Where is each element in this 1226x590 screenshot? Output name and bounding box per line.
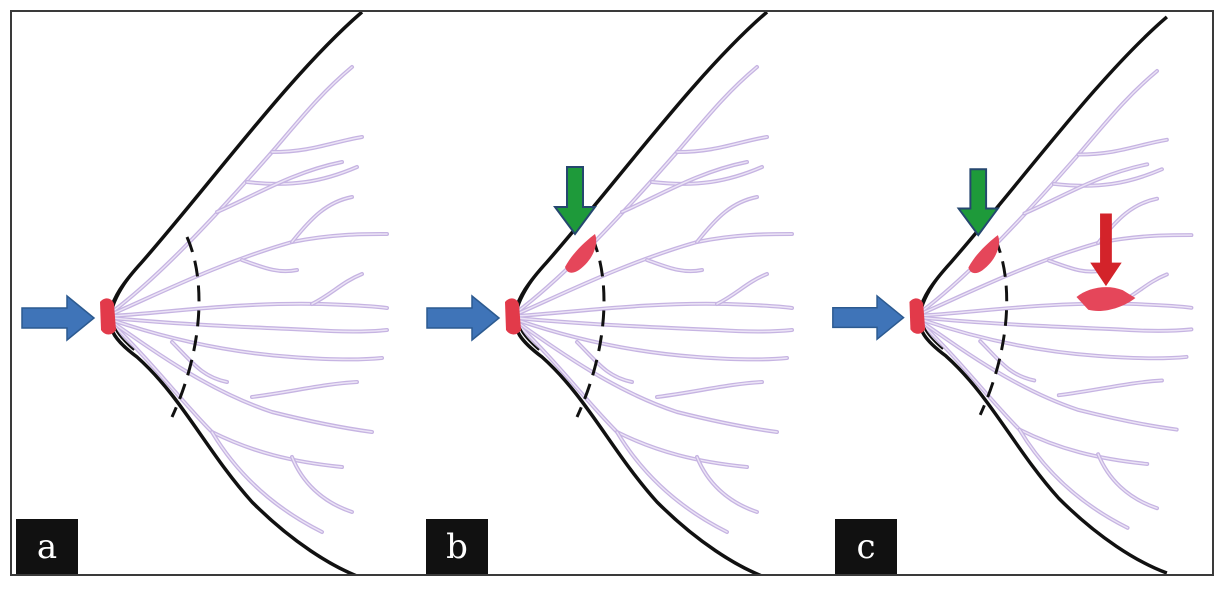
- blue-arrow-icon: [21, 294, 96, 342]
- duct-core-15: [1097, 453, 1158, 509]
- duct-core-7: [111, 303, 388, 317]
- duct-9: [515, 316, 794, 334]
- duct-3: [1022, 162, 1150, 216]
- panel-c: [832, 15, 1194, 574]
- duct-core-6: [646, 259, 703, 272]
- duct-core-1: [676, 136, 768, 153]
- duct-4: [110, 232, 389, 316]
- duct-core-8: [716, 273, 768, 305]
- duct-core-14: [211, 431, 323, 533]
- areolar-dashed-line: [978, 237, 1009, 416]
- figure-frame: a b c: [10, 10, 1214, 576]
- duct-core-11: [111, 321, 373, 433]
- red-arrow-icon: [1090, 213, 1122, 287]
- duct-core-16: [171, 341, 228, 383]
- duct-core-1: [271, 136, 363, 153]
- duct-core-8: [311, 273, 363, 305]
- duct-3: [215, 160, 344, 214]
- nipple: [505, 298, 521, 335]
- duct-core-11: [516, 321, 778, 433]
- duct-core-0: [111, 66, 353, 313]
- breast-diagram-b: [426, 12, 794, 574]
- subareolar-lesion: [968, 235, 1000, 274]
- breast-diagram-c: [832, 15, 1194, 574]
- green-arrow-icon: [553, 166, 597, 236]
- panel-label-c: c: [835, 519, 897, 574]
- duct-core-1: [1077, 139, 1168, 156]
- duct-core-10: [111, 319, 383, 361]
- breast-outline: [512, 12, 769, 574]
- duct-core-2: [246, 166, 358, 185]
- duct-core-14: [1018, 428, 1129, 529]
- duct-core-2: [651, 166, 763, 185]
- nipple: [100, 298, 116, 335]
- duct-0: [110, 65, 354, 314]
- duct-9: [110, 316, 389, 334]
- duct-core-15: [291, 456, 353, 513]
- duct-9: [919, 315, 1194, 333]
- duct-core-3: [621, 161, 748, 213]
- duct-core-9: [516, 317, 793, 333]
- duct-core-2: [1053, 168, 1163, 187]
- duct-4: [515, 232, 794, 316]
- panel-a: [21, 12, 389, 574]
- green-arrow-icon: [956, 168, 1000, 237]
- duct-11: [110, 320, 374, 434]
- breast-outline: [107, 12, 364, 574]
- deep-lesion: [1076, 287, 1136, 311]
- duct-core-9: [920, 316, 1193, 332]
- duct-core-12: [251, 381, 358, 398]
- breast-outline: [917, 15, 1168, 574]
- panel-label-a: a: [16, 519, 78, 574]
- duct-core-12: [656, 381, 763, 398]
- duct-core-11: [920, 320, 1178, 431]
- duct-core-5: [696, 196, 758, 243]
- duct-0: [919, 69, 1160, 314]
- duct-core-9: [111, 317, 388, 333]
- duct-core-4: [920, 234, 1193, 315]
- duct-core-14: [616, 431, 728, 533]
- duct-core-4: [516, 233, 793, 315]
- subareolar-lesion: [565, 234, 597, 273]
- duct-core-15: [696, 456, 758, 513]
- nipple: [909, 298, 926, 334]
- areolar-dashed-line: [575, 236, 606, 418]
- areolar-dashed-line: [170, 236, 201, 418]
- duct-11: [515, 320, 779, 434]
- duct-core-0: [920, 70, 1158, 313]
- duct-core-0: [516, 66, 758, 313]
- blue-arrow-icon: [832, 294, 905, 341]
- duct-core-12: [1058, 379, 1163, 396]
- panel-b: [426, 12, 794, 574]
- duct-11: [919, 319, 1179, 432]
- duct-core-4: [111, 233, 388, 315]
- panel-label-b: b: [426, 519, 488, 574]
- duct-core-10: [516, 319, 788, 361]
- duct-core-5: [291, 196, 353, 243]
- duct-core-10: [920, 318, 1188, 359]
- duct-core-6: [241, 259, 298, 272]
- duct-0: [515, 65, 759, 314]
- blue-arrow-icon: [426, 294, 501, 342]
- duct-core-16: [576, 341, 633, 383]
- duct-core-3: [216, 161, 343, 213]
- duct-core-3: [1023, 163, 1148, 215]
- duct-core-16: [979, 340, 1035, 382]
- duct-3: [620, 160, 749, 214]
- duct-core-7: [516, 303, 793, 317]
- duct-4: [919, 233, 1194, 316]
- breast-diagram-a: [21, 12, 389, 574]
